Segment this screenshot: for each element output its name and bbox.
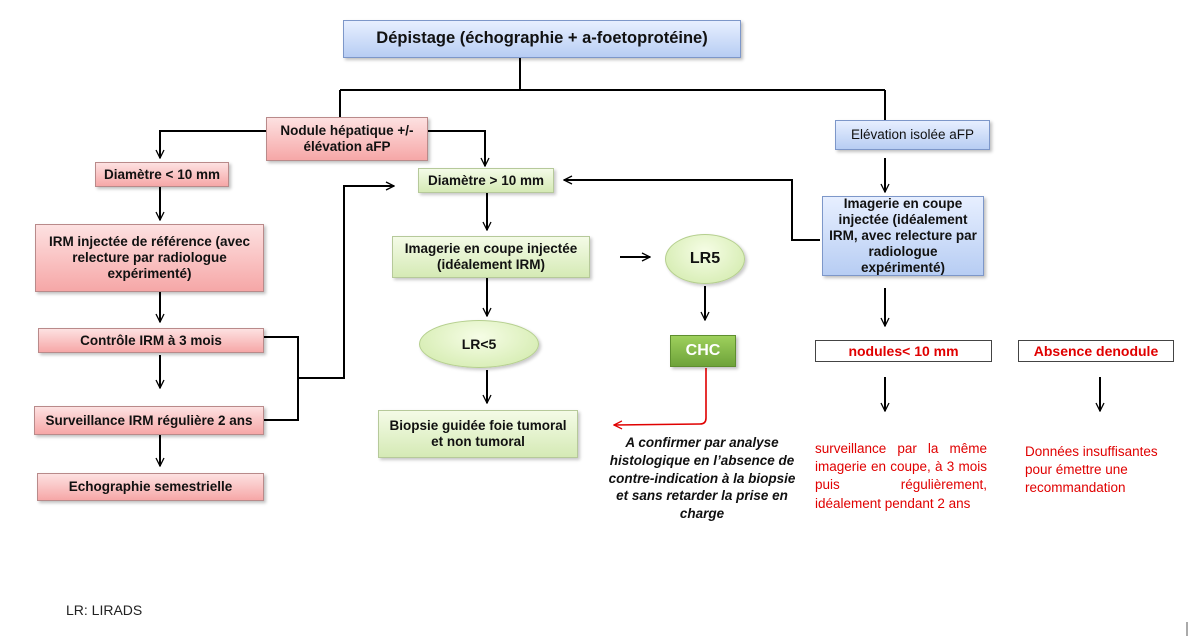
arrow-nodule-to-diam-small bbox=[160, 130, 266, 158]
arrow-bracket-to-diam-large bbox=[298, 186, 394, 379]
legend-lirads: LR: LIRADS bbox=[66, 602, 143, 618]
irm-ref-box: IRM injectée de référence (avec relectur… bbox=[35, 224, 264, 292]
arrow-nodule-to-diam-large bbox=[428, 130, 485, 166]
insufficient-note: Données insuffisantes pour émettre une r… bbox=[1025, 444, 1158, 496]
lr-lt5-oval: LR<5 bbox=[419, 320, 539, 368]
chc-box: CHC bbox=[670, 335, 736, 367]
imaging-blue-box: Imagerie en coupe injectée (idéalement I… bbox=[822, 196, 984, 276]
screening-box: Dépistage (échographie + a-foetoprotéine… bbox=[343, 20, 741, 58]
diam-small-box: Diamètre < 10 mm bbox=[95, 162, 229, 187]
bracket-control-surveillance bbox=[264, 336, 299, 421]
echo-box: Echographie semestrielle bbox=[37, 473, 264, 501]
diam-large-box: Diamètre > 10 mm bbox=[418, 168, 554, 193]
elevation-box: Elévation isolée aFP bbox=[835, 120, 990, 150]
arrow-chc-to-confirm bbox=[614, 368, 707, 425]
control-irm-box: Contrôle IRM à 3 mois bbox=[38, 328, 264, 353]
nodules-small-box: nodules< 10 mm bbox=[815, 340, 992, 362]
surveillance-note: surveillance par la même imagerie en cou… bbox=[815, 441, 987, 511]
nodule-box: Nodule hépatique +/- élévation aFP bbox=[266, 117, 428, 161]
imaging-green-box: Imagerie en coupe injectée (idéalement I… bbox=[392, 236, 590, 278]
biopsy-box: Biopsie guidée foie tumoral et non tumor… bbox=[378, 410, 578, 458]
lr5-oval: LR5 bbox=[665, 234, 745, 284]
arrow-imaging-blue-to-diam-large bbox=[564, 180, 820, 241]
surveillance-irm-box: Surveillance IRM régulière 2 ans bbox=[34, 406, 264, 435]
confirm-note: A confirmer par analyse histologique en … bbox=[608, 435, 796, 522]
absence-nodule-box: Absence denodule bbox=[1018, 340, 1174, 362]
